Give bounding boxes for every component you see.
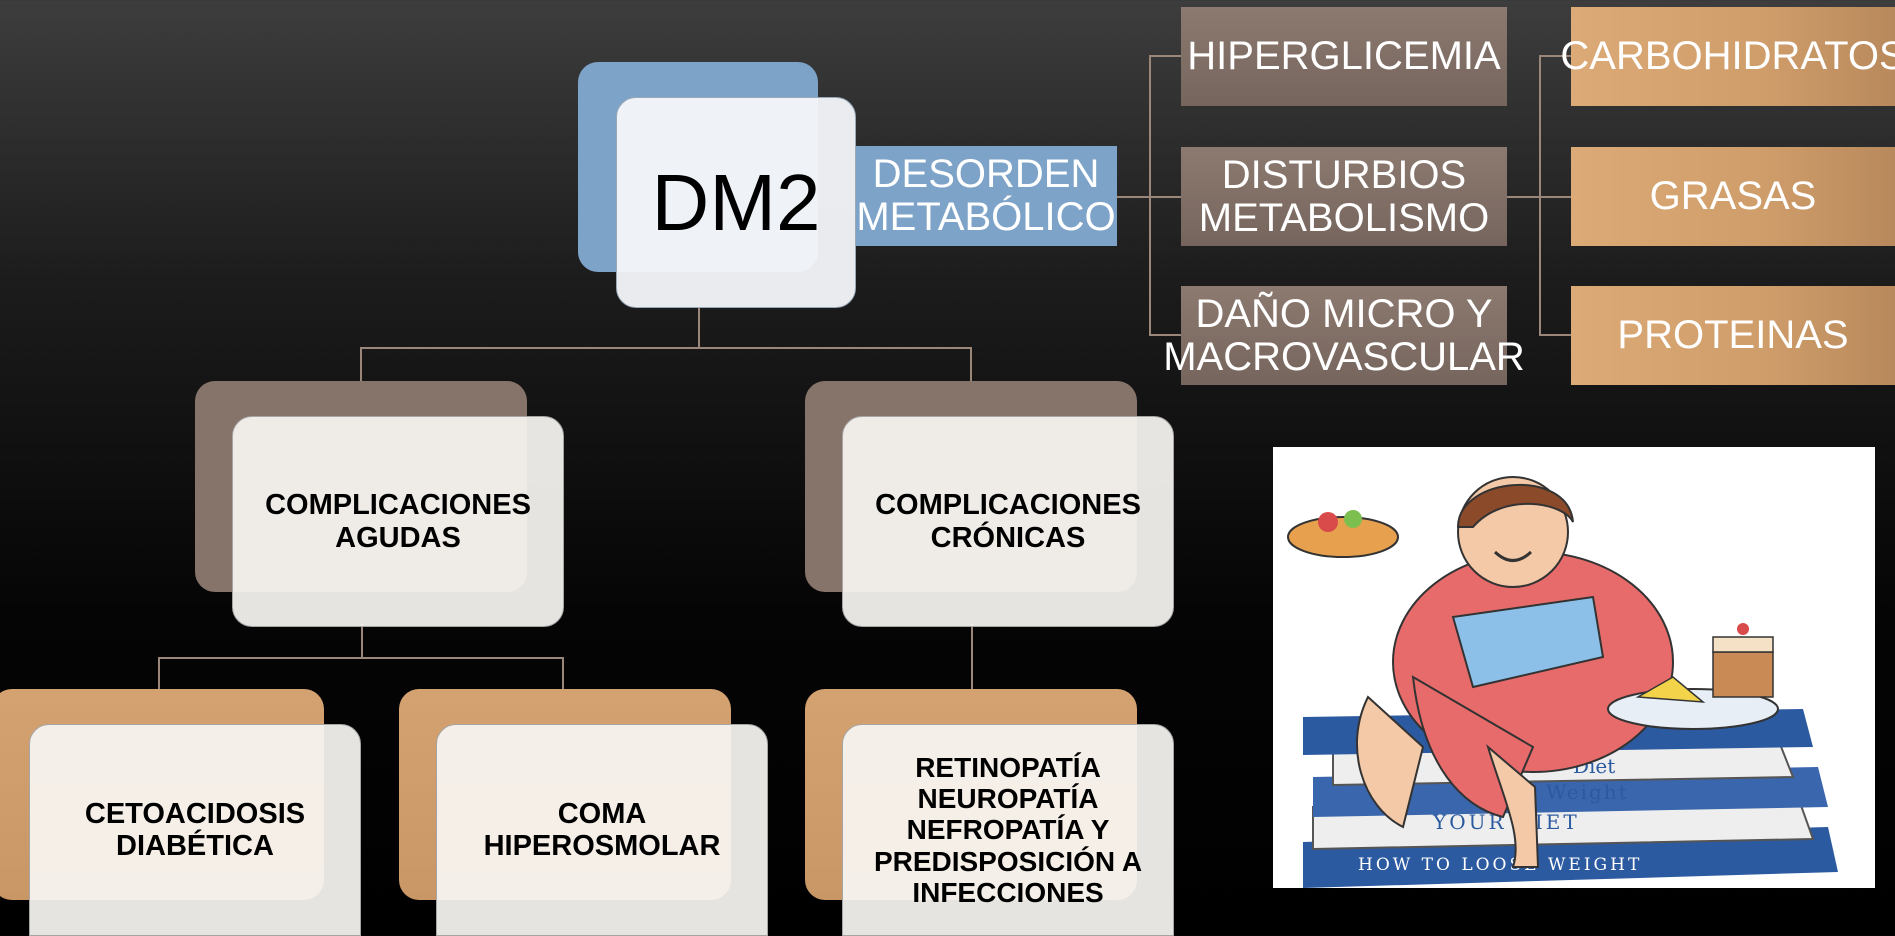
diet-illustration: Diet Loose Weight YOUR DIET HOW TO LOOSE… [1273, 447, 1875, 888]
svg-text:YOUR DIET: YOUR DIET [1432, 810, 1580, 834]
carbohidratos-box: CARBOHIDRATOS [1560, 7, 1895, 106]
coma-hiperosmolar-label: COMA HIPEROSMOLAR [483, 797, 721, 862]
disturbios-metabolismo-label: DISTURBIOS METABOLISMO [1198, 152, 1490, 240]
hiperglicemia-label: HIPERGLICEMIA [1187, 34, 1501, 79]
carbohidratos-label: CARBOHIDRATOS [1560, 34, 1895, 78]
desorden-metabolico-box: DESORDEN METABÓLICO [855, 146, 1117, 246]
complicaciones-agudas-label: COMPLICACIONES AGUDAS [265, 489, 531, 554]
dm2-label: DM2 [651, 157, 821, 247]
chronic-conditions-label: RETINOPATÍA NEUROPATÍA NEFROPATÍA Y PRED… [873, 751, 1143, 909]
grasas-label: GRASAS [1649, 174, 1817, 218]
proteinas-label: PROTEINAS [1617, 313, 1849, 357]
woman-eating-on-books-illustration: Diet Loose Weight YOUR DIET HOW TO LOOSE… [1287, 476, 1838, 888]
hiperglicemia-box: HIPERGLICEMIA [1181, 7, 1507, 106]
dano-micro-macrovascular-label: DAÑO MICRO Y MACROVASCULAR [1163, 291, 1525, 379]
dm2-box: DM2 [616, 97, 856, 308]
coma-hiperosmolar-box: COMA HIPEROSMOLAR [436, 724, 768, 936]
dano-micro-macrovascular-box: DAÑO MICRO Y MACROVASCULAR [1163, 286, 1525, 385]
chronic-conditions-box: RETINOPATÍA NEUROPATÍA NEFROPATÍA Y PRED… [842, 724, 1174, 936]
complicaciones-cronicas-label: COMPLICACIONES CRÓNICAS [875, 489, 1141, 554]
proteinas-box: PROTEINAS [1571, 286, 1895, 385]
desorden-metabolico-label: DESORDEN METABÓLICO [856, 152, 1116, 239]
disturbios-metabolismo-box: DISTURBIOS METABOLISMO [1181, 147, 1507, 246]
complicaciones-cronicas-box: COMPLICACIONES CRÓNICAS [842, 416, 1174, 627]
cetoacidosis-diabetica-box: CETOACIDOSIS DIABÉTICA [29, 724, 361, 936]
svg-text:HOW TO LOOSE WEIGHT: HOW TO LOOSE WEIGHT [1358, 855, 1642, 875]
complicaciones-agudas-box: COMPLICACIONES AGUDAS [232, 416, 564, 627]
woman-figure [1287, 476, 1779, 868]
cetoacidosis-diabetica-label: CETOACIDOSIS DIABÉTICA [84, 797, 306, 862]
grasas-box: GRASAS [1571, 147, 1895, 246]
